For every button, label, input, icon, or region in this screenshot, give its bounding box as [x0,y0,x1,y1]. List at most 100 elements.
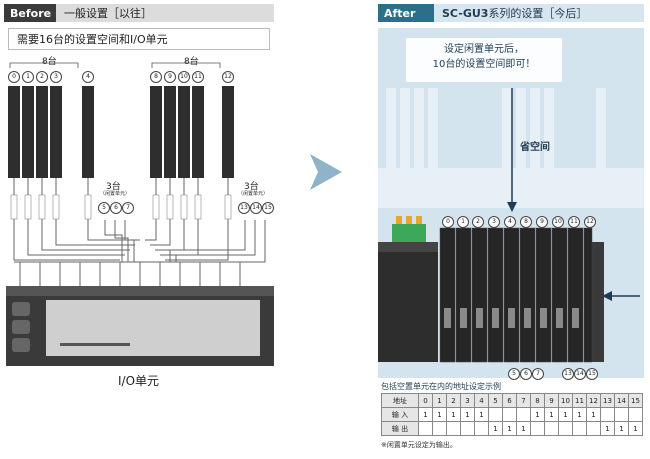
idle-left-label: 3台 [106,182,121,192]
idle-number: 5 [508,368,520,380]
idle-number: 5 [98,202,110,214]
table-cell: 1 [586,407,601,422]
after-title-main: SC-GU3 [442,6,489,20]
table-cell: 1 [432,407,447,422]
before-header: Before 一般设置［以往］ [4,4,274,22]
unit-number: 1 [457,216,469,228]
before-diagram [6,60,274,366]
table-col-header: 15 [628,393,643,408]
table-cell: 1 [628,421,643,436]
table-cell: 1 [558,407,573,422]
unit-number: 11 [192,71,204,83]
unit-number: 10 [552,216,564,228]
table-row-output: 输 出 1 1 1 1 1 1 [381,421,643,436]
row-label: 输 入 [381,407,419,422]
table-footnote: ※闲置单元设定为输出。 [381,441,457,449]
table-col-header: 2 [446,393,461,408]
table-cell [572,421,587,436]
idle-number: 15 [586,368,598,380]
unit-number: 3 [50,71,62,83]
unit-number: 2 [472,216,484,228]
unit-number: 2 [36,71,48,83]
table-col-header: 1 [432,393,447,408]
table-cell [530,421,545,436]
unit-number: 9 [536,216,548,228]
after-message-line2: 10台的设置空间即可！ [432,59,536,70]
table-cell: 1 [614,421,629,436]
table-cell [432,421,447,436]
idle-number: 7 [532,368,544,380]
idle-number: 6 [110,202,122,214]
table-col-header: 0 [418,393,433,408]
idle-number: 14 [250,202,262,214]
table-cell: 1 [460,407,475,422]
table-col-header: 10 [558,393,573,408]
table-cell: 1 [516,421,531,436]
after-tag: After [378,4,434,22]
table-cell: 1 [446,407,461,422]
unit-number: 8 [520,216,532,228]
unit-number: 11 [568,216,580,228]
table-cell: 1 [530,407,545,422]
table-header-label: 地址 [381,393,419,408]
unit-number: 3 [488,216,500,228]
table-col-header: 9 [544,393,559,408]
table-col-header: 4 [474,393,489,408]
table-col-header: 12 [586,393,601,408]
table-row-input: 输 入 1 1 1 1 1 1 1 1 1 1 [381,407,643,422]
table-cell [418,421,433,436]
table-cell [614,407,629,422]
before-tag: Before [4,4,56,22]
unit-number: 0 [8,71,20,83]
table-col-header: 8 [530,393,545,408]
before-note: 需要16台的设置空间和I/O单元 [8,28,270,50]
table-cell: 1 [572,407,587,422]
table-title: 包括空置单元在内的地址设定示例 [381,382,501,391]
table-cell [600,407,615,422]
before-title: 一般设置［以往］ [56,4,274,22]
table-cell: 1 [600,421,615,436]
table-cell [474,421,489,436]
table-col-header: 13 [600,393,615,408]
idle-left-sub: （闲置单元） [100,191,131,197]
unit-number: 12 [222,71,234,83]
before-units [8,86,234,178]
table-cell [586,421,601,436]
unit-number: 12 [584,216,596,228]
table-cell: 1 [488,421,503,436]
transition-arrow-icon [310,154,342,190]
idle-number: 13 [238,202,250,214]
table-cell [488,407,503,422]
idle-number: 15 [262,202,274,214]
table-cell [516,407,531,422]
after-message: 设定闲置单元后， 10台的设置空间即可！ [414,42,554,72]
unit-number: 0 [442,216,454,228]
group-right-label: 8台 [184,57,199,67]
table-col-header: 6 [502,393,517,408]
table-cell [460,421,475,436]
idle-right-label: 3台 [244,182,259,192]
io-unit-label: I/O单元 [118,374,160,388]
unit-number: 4 [504,216,516,228]
after-diagram [378,38,644,363]
table-cell [446,421,461,436]
table-cell [502,407,517,422]
unit-number: 8 [150,71,162,83]
idle-number: 14 [574,368,586,380]
table-col-header: 5 [488,393,503,408]
table-col-header: 7 [516,393,531,408]
idle-number: 6 [520,368,532,380]
group-left-label: 8台 [42,57,57,67]
unit-number: 10 [178,71,190,83]
table-col-header: 14 [614,393,629,408]
table-cell [558,421,573,436]
row-label: 输 出 [381,421,419,436]
table-cell: 1 [544,407,559,422]
table-header-row: 地址 0 1 2 3 4 5 6 7 8 9 10 11 12 13 14 15 [381,393,643,408]
table-col-header: 11 [572,393,587,408]
after-title-sub: 系列的设置［今后］ [488,7,588,20]
after-message-line1: 设定闲置单元后， [444,44,524,55]
address-table: 地址 0 1 2 3 4 5 6 7 8 9 10 11 12 13 14 15… [381,393,643,436]
